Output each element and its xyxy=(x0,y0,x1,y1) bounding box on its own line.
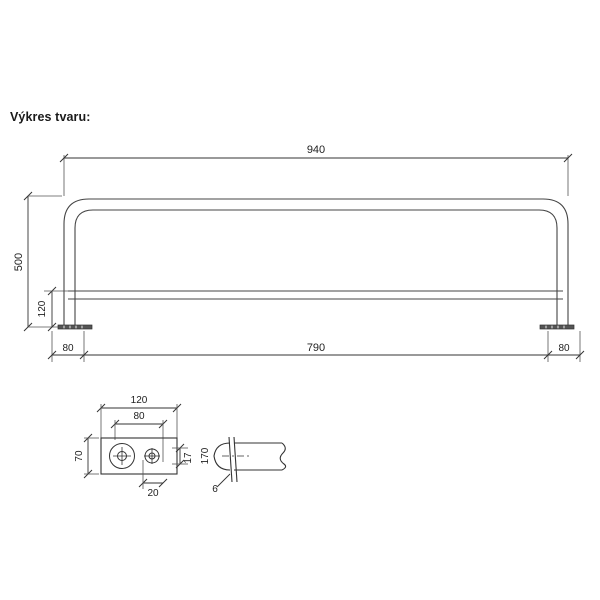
dimension-hole-spacing: 80 xyxy=(110,411,168,462)
dimension-label-overall-height: 500 xyxy=(13,253,25,271)
plate-outline xyxy=(100,437,178,475)
elevation-view: 940 500 120 xyxy=(13,144,585,362)
dimension-plate-thickness: 6 xyxy=(212,473,231,495)
dimension-slot-width: 20 xyxy=(138,460,168,499)
dimension-label-plate-height: 70 xyxy=(74,450,85,462)
dimension-label-plate-width: 120 xyxy=(131,395,148,406)
bracket-body xyxy=(234,442,287,471)
bracket-plate xyxy=(228,436,238,483)
dimension-crossbar-height: 120 xyxy=(37,286,68,332)
base-plate-right xyxy=(539,324,575,330)
dimension-plate-height: 70 xyxy=(74,433,99,479)
dimension-label-base-plate-left: 80 xyxy=(62,343,74,354)
dimension-label-plate-thickness: 6 xyxy=(212,484,218,495)
dimension-label-slot-width: 20 xyxy=(147,488,159,499)
bracket-cap xyxy=(213,442,231,471)
base-plate-plan-view: 120 80 xyxy=(74,395,194,499)
dimension-label-edge-offset: 17 xyxy=(183,452,194,464)
dimension-label-base-span: 790 xyxy=(307,342,325,354)
dimension-label-base-plate-right: 80 xyxy=(558,343,570,354)
small-hole xyxy=(144,448,160,464)
dimension-edge-offset: 17 xyxy=(172,443,194,469)
frame-tube-outer xyxy=(63,198,569,327)
dimension-plate-width: 120 xyxy=(96,395,182,438)
large-hole xyxy=(109,443,135,469)
extension-lines-base xyxy=(51,331,581,362)
base-plate-left xyxy=(57,324,93,330)
dimension-label-hole-spacing: 80 xyxy=(133,411,145,422)
crossbar xyxy=(68,290,563,300)
dimension-base-row: 80 790 80 xyxy=(47,342,585,360)
bracket-side-view: 170 6 xyxy=(200,436,287,495)
dimension-overall-width: 940 xyxy=(59,144,573,163)
dimension-label-overall-width: 940 xyxy=(307,144,325,156)
page-title: Výkres tvaru: xyxy=(10,110,91,124)
dimension-label-bracket-height: 170 xyxy=(200,447,211,464)
dimension-bracket-height: 170 xyxy=(200,447,211,464)
frame-tube-inner xyxy=(74,209,558,327)
dimension-overall-height: 500 xyxy=(13,191,62,332)
extension-lines-overall-width xyxy=(63,155,569,196)
dimension-label-crossbar-height: 120 xyxy=(37,300,48,317)
